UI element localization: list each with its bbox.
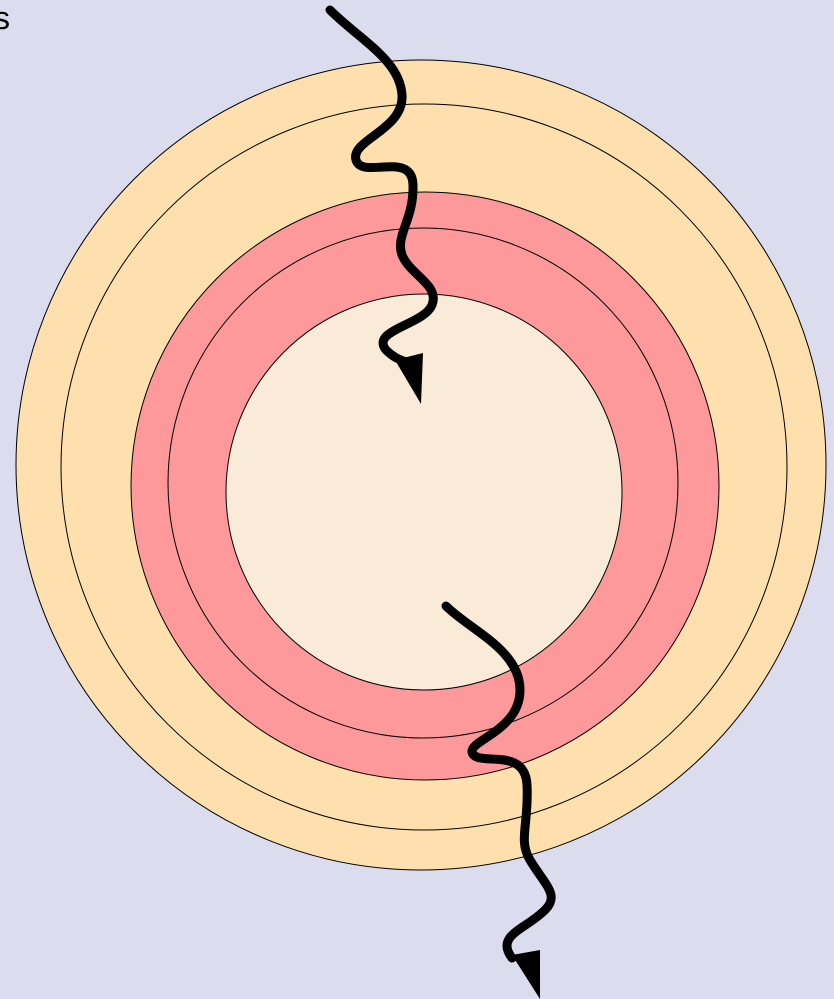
core [226,294,622,690]
outgoing-arrowhead [512,950,540,999]
concentric-layers [16,60,826,870]
